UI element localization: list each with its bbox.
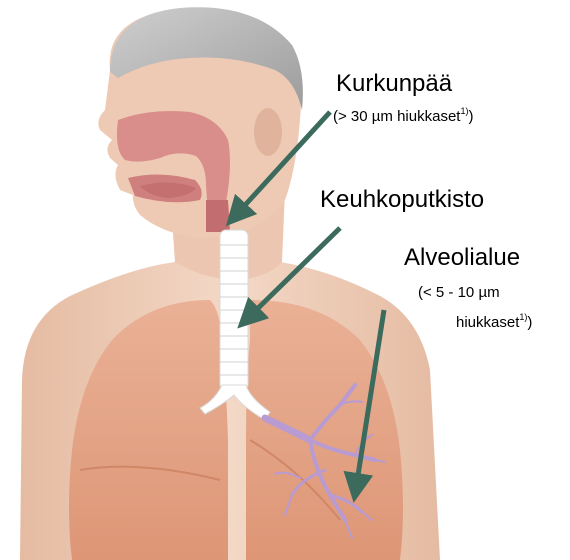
alveolar-detail-line1: (< 5 - 10 µm <box>418 284 500 301</box>
larynx <box>206 200 230 232</box>
alveolar-detail-prefix: hiukkaset <box>456 314 519 331</box>
larynx-detail: (> 30 µm hiukkaset1)) <box>333 108 473 125</box>
larynx-detail-suffix: ) <box>468 108 473 125</box>
alveolar-detail-line2: hiukkaset1)) <box>456 314 532 331</box>
larynx-detail-prefix: (> 30 µm hiukkaset <box>333 108 460 125</box>
bronchi-title: Keuhkoputkisto <box>320 186 484 214</box>
larynx-title: Kurkunpää <box>336 70 452 98</box>
alveolar-detail-sup: 1) <box>519 312 527 322</box>
ear <box>254 108 282 156</box>
larynx-detail-sup: 1) <box>460 106 468 116</box>
alveolar-title: Alveolialue <box>404 244 520 272</box>
alveolar-detail-suffix: ) <box>527 314 532 331</box>
